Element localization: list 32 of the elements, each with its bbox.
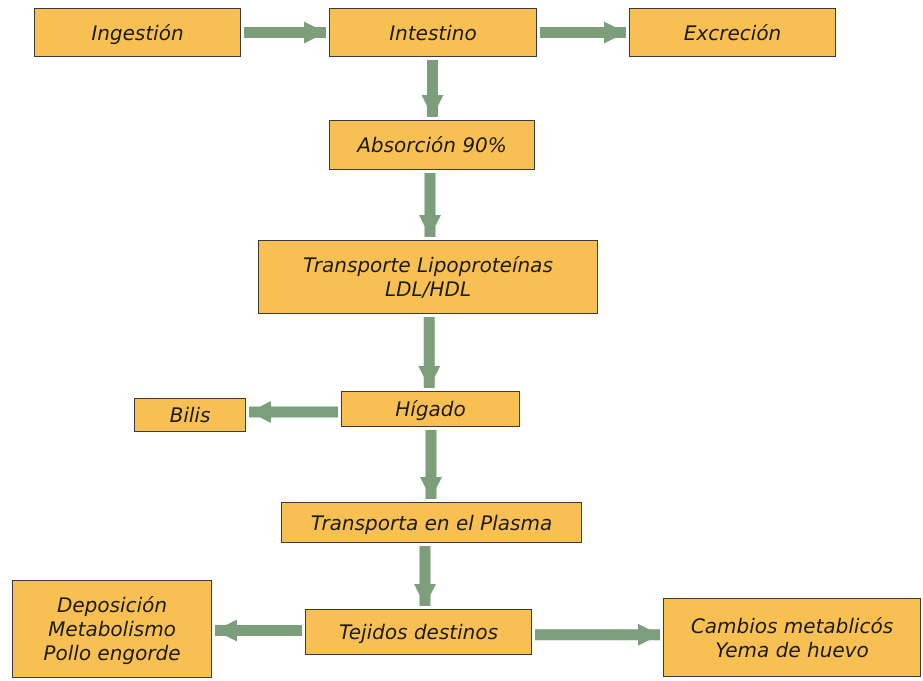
box-label: Transporta en el Plasma <box>310 510 552 534</box>
box-label: Ingestión <box>91 20 184 44</box>
process-box <box>134 398 246 432</box>
process-box <box>329 120 535 170</box>
box-label: Excreción <box>684 20 782 44</box>
box-label: Intestino <box>389 20 477 44</box>
arrow <box>422 60 444 117</box>
process-box <box>629 8 836 57</box>
arrow <box>420 430 442 499</box>
box-label: Deposición Metabolismo Pollo engorde <box>42 593 182 665</box>
arrow <box>535 624 660 646</box>
box-label: Cambios metablicós Yema de huevo <box>690 614 894 662</box>
box-label: Tejidos destinos <box>338 620 498 644</box>
arrow <box>418 317 440 388</box>
process-box <box>329 8 537 57</box>
process-box <box>305 609 532 655</box>
process-box <box>34 8 241 57</box>
arrow <box>419 173 441 237</box>
box-label: Transporte Lipoproteínas LDL/HDL <box>302 253 554 301</box>
arrow <box>215 620 302 642</box>
arrow <box>414 546 436 606</box>
process-box <box>281 502 582 543</box>
process-box <box>12 580 212 678</box>
box-label: Hígado <box>395 397 466 421</box>
arrow <box>249 401 338 423</box>
arrow <box>244 22 326 44</box>
arrow <box>540 22 626 44</box>
process-box <box>258 240 598 314</box>
process-box <box>663 598 921 677</box>
box-label: Absorción 90% <box>357 133 507 157</box>
process-box <box>341 391 520 427</box>
box-label: Bilis <box>170 403 210 427</box>
